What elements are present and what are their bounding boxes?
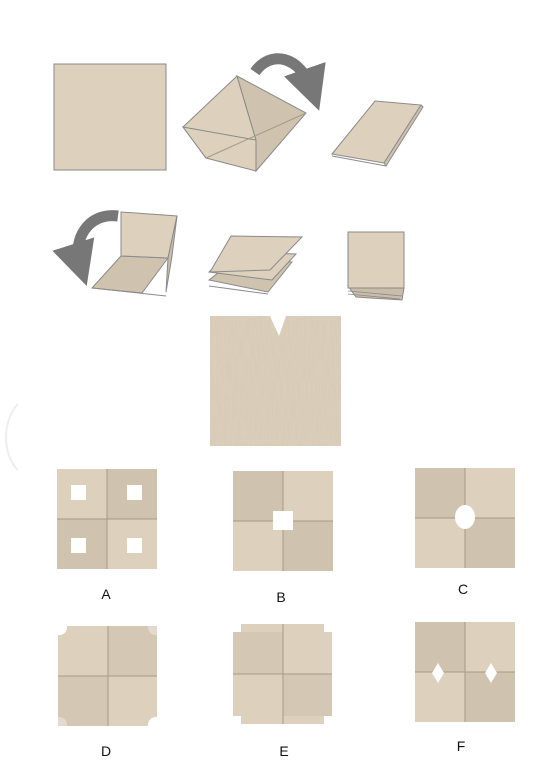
notched-folded-paper-icon <box>210 316 341 446</box>
option-b-label[interactable]: B <box>276 589 286 605</box>
option-f-unfolded-paper[interactable] <box>415 622 515 722</box>
curved-arrow-icon <box>250 53 326 111</box>
curved-arrow-icon <box>52 210 119 286</box>
option-f-label[interactable]: F <box>456 738 466 754</box>
faint-arc-decoration <box>5 403 19 471</box>
option-c-unfolded-paper[interactable] <box>415 468 515 568</box>
option-d-unfolded-paper[interactable] <box>58 626 157 726</box>
option-a-label[interactable]: A <box>101 586 111 602</box>
option-e-label[interactable]: E <box>279 743 289 759</box>
layered-fold-icon <box>207 235 304 295</box>
second-fold-with-arrow-icon <box>52 210 178 297</box>
half-fold-with-arrow-icon <box>181 53 326 173</box>
option-a-unfolded-paper[interactable] <box>57 469 157 569</box>
option-d-label[interactable]: D <box>100 743 112 759</box>
option-e-unfolded-paper[interactable] <box>233 624 332 724</box>
flat-square-icon <box>53 63 167 171</box>
option-b-unfolded-paper[interactable] <box>233 471 333 571</box>
option-c-label[interactable]: C <box>457 581 469 597</box>
folded-square-icon <box>346 231 405 301</box>
folded-rectangle-icon <box>331 100 424 167</box>
